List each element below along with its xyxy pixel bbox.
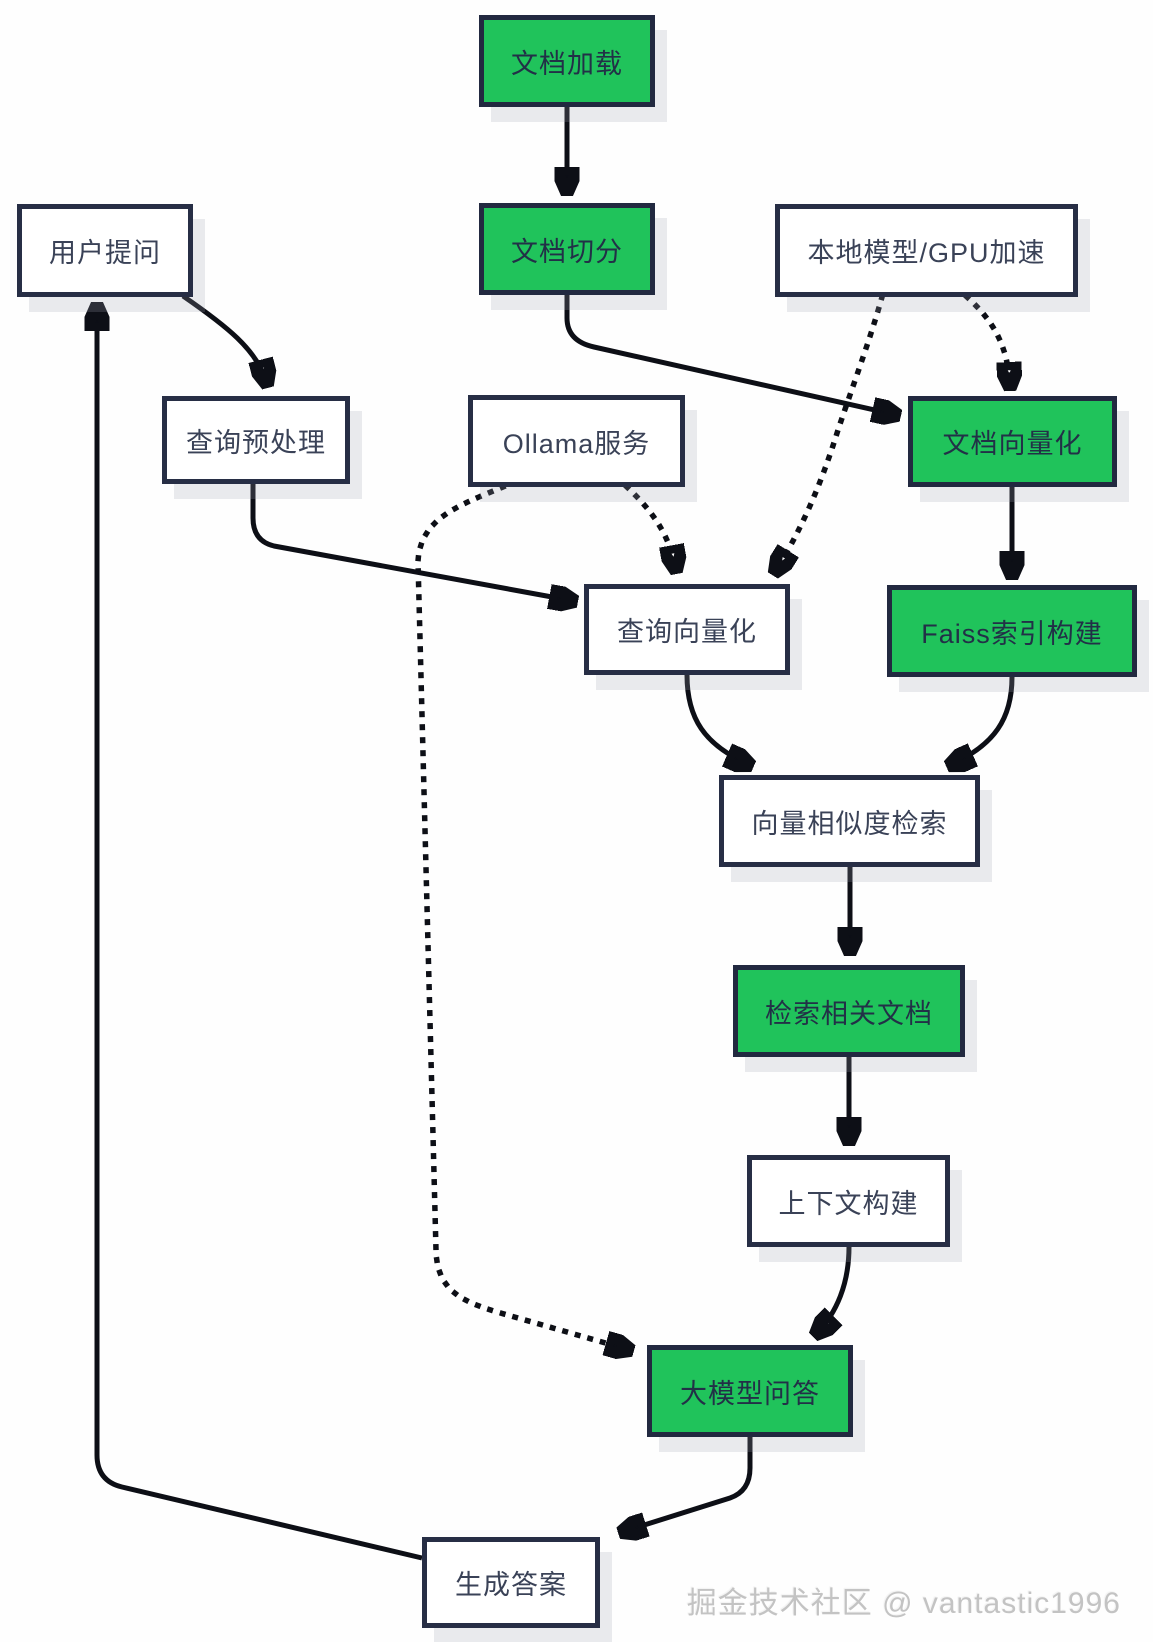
- node-faiss-index-build: Faiss索引构建: [887, 585, 1137, 677]
- node-local-model-gpu: 本地模型/GPU加速: [775, 204, 1078, 297]
- edge-context-build-to-llm-qa: [816, 1246, 852, 1334]
- node-llm-qa: 大模型问答: [647, 1345, 853, 1437]
- edge-query-preprocess-to-query-vectorize: [250, 484, 574, 601]
- edge-local-model-to-query-vectorize: [775, 293, 886, 572]
- edge-generate-answer-to-user-question: [97, 306, 423, 1561]
- node-query-vectorize: 查询向量化: [584, 584, 790, 675]
- node-doc-load: 文档加载: [479, 15, 655, 107]
- edge-llm-qa-to-generate-answer: [622, 1437, 753, 1532]
- node-context-build: 上下文构建: [747, 1155, 950, 1247]
- node-retrieve-related-docs: 检索相关文档: [733, 965, 965, 1057]
- watermark-text: 掘金技术社区 @ vantastic1996: [686, 1587, 1121, 1620]
- node-doc-vectorize: 文档向量化: [908, 396, 1117, 487]
- edge-ollama-to-query-vectorize: [623, 483, 676, 570]
- node-ollama-service: Ollama服务: [468, 395, 685, 487]
- node-generate-answer: 生成答案: [422, 1537, 600, 1628]
- edge-faiss-index-to-similarity-search: [950, 676, 1015, 765]
- node-vector-similarity-search: 向量相似度检索: [719, 775, 980, 867]
- node-query-preprocess: 查询预处理: [162, 396, 350, 484]
- node-user-question: 用户提问: [17, 204, 193, 297]
- edge-query-vectorize-to-similarity-search: [684, 674, 750, 765]
- edge-user-question-to-query-preprocess: [181, 293, 267, 384]
- edge-local-model-to-doc-vectorize: [963, 293, 1010, 387]
- node-doc-split: 文档切分: [479, 203, 655, 295]
